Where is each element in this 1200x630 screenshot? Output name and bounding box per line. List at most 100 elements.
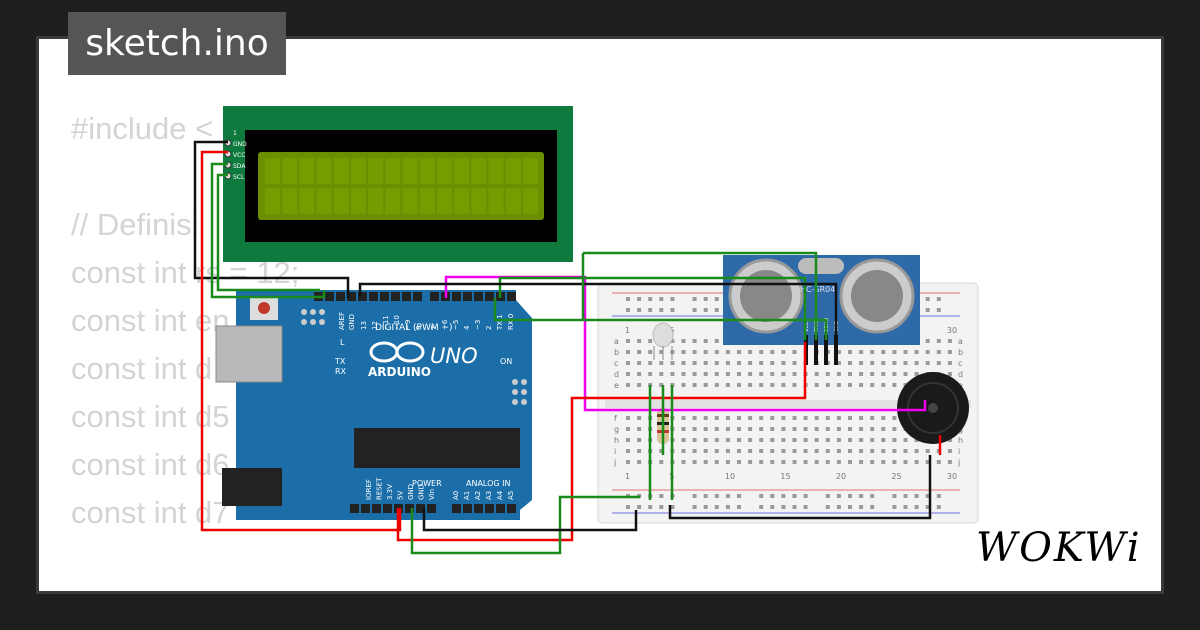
lcd-cell <box>437 188 452 214</box>
lcd-cell <box>385 188 401 214</box>
analog-label: ANALOG IN <box>466 479 511 488</box>
file-name-tab: sketch.ino <box>68 12 286 75</box>
header-pin[interactable] <box>372 504 381 513</box>
breadboard-row-letter: b <box>958 348 963 357</box>
header-pin[interactable] <box>430 292 439 301</box>
header-pin[interactable] <box>485 504 494 513</box>
power-pin-label: 5V <box>397 491 405 500</box>
header-pin[interactable] <box>350 504 359 513</box>
lcd-cell <box>282 158 298 184</box>
header-pin[interactable] <box>507 504 516 513</box>
header-pin[interactable] <box>358 292 367 301</box>
header-pin[interactable] <box>416 504 425 513</box>
analog-pin-label: A0 <box>452 491 460 500</box>
header-pin[interactable] <box>507 292 516 301</box>
lcd-cell <box>437 158 452 184</box>
digital-pin-label: 2 <box>485 326 493 330</box>
digital-pin-label: TX 1 <box>496 314 504 331</box>
lcd-cell <box>316 188 332 214</box>
breadboard-col-number: 1 <box>625 326 630 335</box>
lcd-cell <box>488 188 504 214</box>
lcd-cell <box>505 158 521 184</box>
header-pin[interactable] <box>347 292 356 301</box>
header-pin[interactable] <box>452 292 461 301</box>
lcd-cell <box>368 188 384 214</box>
lcd-cell <box>488 158 504 184</box>
digital-pin-label: 8 <box>415 326 423 330</box>
lcd-cell <box>402 158 418 184</box>
breadboard-row-letter: d <box>614 370 619 379</box>
breadboard-row-letter: h <box>614 436 619 445</box>
header-pin[interactable] <box>361 504 370 513</box>
lcd-cell <box>333 188 349 214</box>
breadboard-col-number: 30 <box>947 326 957 335</box>
header-pin[interactable] <box>325 292 334 301</box>
led-on-label: ON <box>500 357 512 366</box>
lcd-cell <box>454 158 470 184</box>
digital-pin-label: 4 <box>463 325 471 330</box>
header-pin[interactable] <box>463 504 472 513</box>
wires <box>193 140 942 555</box>
wokwi-logo: WOKWi <box>976 525 1142 571</box>
header-pin[interactable] <box>405 504 414 513</box>
power-pin-label: GND <box>407 484 415 500</box>
header-pin[interactable] <box>463 292 472 301</box>
sensor-pin[interactable] <box>834 335 838 365</box>
lcd-cell <box>351 188 366 214</box>
buzzer[interactable] <box>897 372 969 444</box>
power-label: POWER <box>412 479 442 488</box>
sensor-label: HC-SR04 <box>800 285 835 294</box>
header-pin[interactable] <box>383 504 392 513</box>
arduino-uno[interactable]: DIGITAL (PWM ~) UNO ARDUINO L TX RX ON P… <box>215 290 532 520</box>
breadboard-row-letter: f <box>614 414 617 423</box>
header-pin[interactable] <box>391 292 400 301</box>
digital-pin-label: ~6 <box>441 319 449 330</box>
header-pin[interactable] <box>427 504 436 513</box>
lcd-pin-label: SCL <box>233 174 245 181</box>
digital-pin-label: 13 <box>360 321 368 330</box>
lcd-cell <box>299 158 315 184</box>
header-pin[interactable] <box>485 292 494 301</box>
reset-button[interactable] <box>258 302 270 314</box>
sensor-pin-label: VCC <box>804 321 810 332</box>
lcd-pin-label: GND <box>233 141 247 148</box>
breadboard-row-letter: g <box>614 425 619 434</box>
led[interactable] <box>652 322 674 360</box>
header-pin[interactable] <box>402 292 411 301</box>
lcd-pin-label: SDA <box>233 163 246 170</box>
lcd-cell <box>505 188 521 214</box>
digital-label: DIGITAL (PWM ~) <box>375 323 453 333</box>
lcd-pin-label: 1 <box>233 130 237 137</box>
header-pin[interactable] <box>474 504 483 513</box>
lcd-cell <box>419 158 435 184</box>
header-pin[interactable] <box>496 504 505 513</box>
lcd-cell <box>333 158 349 184</box>
analog-pin-label: A2 <box>474 491 482 500</box>
breadboard-row-letter: i <box>958 447 960 456</box>
lcd-cell <box>385 158 401 184</box>
digital-pin-label: ~10 <box>393 315 401 330</box>
analog-pin-label: A3 <box>485 491 493 500</box>
header-pin[interactable] <box>452 504 461 513</box>
sensor-pin[interactable] <box>824 335 828 365</box>
breadboard-row-letter: j <box>957 458 960 467</box>
power-pin-label: Vin <box>428 489 436 500</box>
digital-pin-label: ~3 <box>474 320 482 330</box>
lcd-cell <box>523 158 538 184</box>
lcd-cell <box>265 158 280 184</box>
header-pin[interactable] <box>380 292 389 301</box>
header-pin[interactable] <box>413 292 422 301</box>
led-rx-label: RX <box>335 367 347 376</box>
breadboard-row-letter: h <box>958 436 963 445</box>
power-pin-label: RESET <box>376 477 384 500</box>
lcd-cell <box>265 188 280 214</box>
breadboard-row-letter: e <box>614 381 619 390</box>
header-pin[interactable] <box>474 292 483 301</box>
header-pin[interactable] <box>369 292 378 301</box>
header-pin[interactable] <box>336 292 345 301</box>
sensor-pin[interactable] <box>814 335 818 365</box>
breadboard-col-number: 25 <box>891 472 901 481</box>
